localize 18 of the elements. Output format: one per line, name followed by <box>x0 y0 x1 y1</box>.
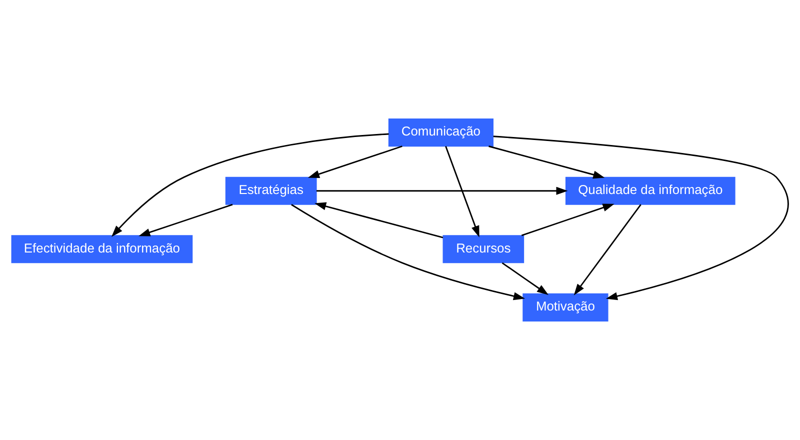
arrow <box>445 146 480 238</box>
arrow <box>493 136 789 300</box>
arrow <box>502 262 549 295</box>
node-box: Estratégias <box>225 176 317 205</box>
node-box: Qualidade da informação <box>565 176 736 205</box>
arrow <box>316 186 568 195</box>
arrow <box>291 204 526 300</box>
arrow <box>314 202 444 238</box>
arrow <box>138 204 233 236</box>
node-box: Comunicação <box>388 118 494 147</box>
arrow <box>111 133 389 237</box>
arrow <box>308 146 402 178</box>
node-box: Motivação <box>522 293 608 322</box>
node-box: Efectividade da informação <box>11 235 193 264</box>
arrow <box>521 204 614 236</box>
node-box: Recursos <box>442 235 524 264</box>
arrow <box>488 146 605 179</box>
arrow <box>574 204 642 296</box>
